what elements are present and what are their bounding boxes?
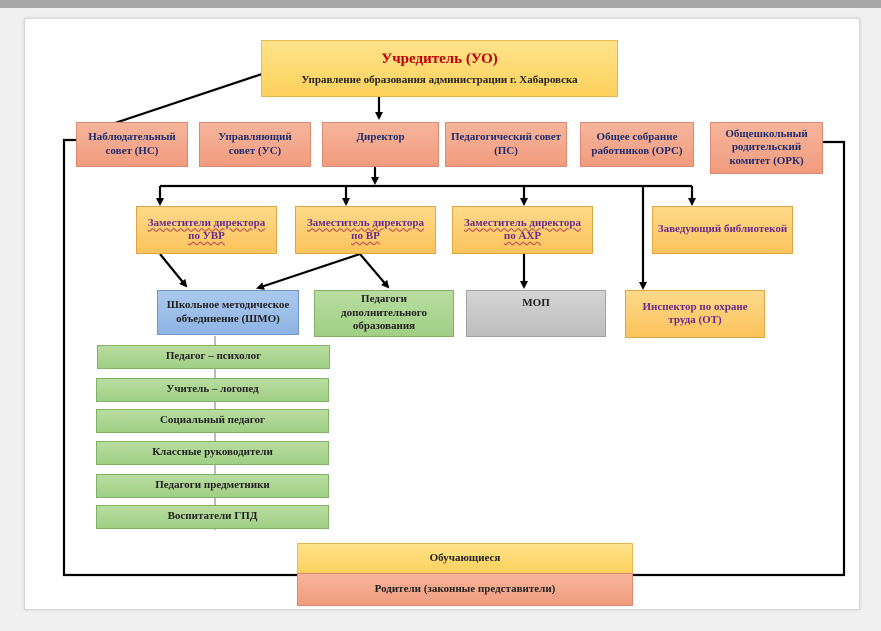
staff-item: Воспитатели ГПД <box>96 505 329 529</box>
additional-education-box: Педагоги дополнительного образования <box>314 290 454 337</box>
founder-to-supervisory-line <box>111 72 263 126</box>
founder-title: Учредитель (УО) <box>381 50 498 67</box>
staff-item: Классные руководители <box>96 441 329 465</box>
mop-box: МОП <box>466 290 606 337</box>
staff-item-label: Классные руководители <box>152 446 273 459</box>
staff-item-label: Социальный педагог <box>159 414 266 427</box>
parents-label: Родители (законные представители) <box>374 582 556 595</box>
parents-box: Родители (законные представители) <box>297 573 633 606</box>
deputy-ahr-box: Заместитель директора по АХР <box>452 206 593 254</box>
librarian-label: Заведующий библиотекой <box>657 223 788 236</box>
deputy-ahr-label: Заместитель директора по АХР <box>463 216 582 242</box>
staff-item-label: Учитель – логопед <box>166 383 259 396</box>
staff-item: Социальный педагог <box>96 409 329 433</box>
supervisory-council-box: Наблюдательный совет (НС) <box>76 122 188 167</box>
deputy-vr-box: Заместитель директора по ВР <box>295 206 436 254</box>
shmo-box: Школьное методическое объединение (ШМО) <box>157 290 299 335</box>
founder-subtitle: Управление образования администрации г. … <box>301 73 578 86</box>
pedagogical-council-box: Педагогический совет (ПС) <box>445 122 567 167</box>
staff-item-label: Педагоги предметники <box>155 479 270 492</box>
students-label: Обучающиеся <box>429 551 501 564</box>
director-box: Директор <box>322 122 439 167</box>
general-meeting-label: Общее собрание работников (ОРС) <box>591 131 683 157</box>
shmo-label: Школьное методическое объединение (ШМО) <box>166 299 290 325</box>
staff-item-label: Воспитатели ГПД <box>167 510 258 523</box>
safety-inspector-box: Инспектор по охране труда (ОТ) <box>625 290 765 338</box>
parents-committee-box: Общешкольный родительский комитет (ОРК) <box>710 122 823 174</box>
supervisory-council-label: Наблюдательный совет (НС) <box>88 131 176 157</box>
students-box: Обучающиеся <box>297 543 633 574</box>
window-top-bar <box>0 0 881 8</box>
deputy-vr-label: Заместитель директора по ВР <box>306 216 425 242</box>
safety-inspector-label: Инспектор по охране труда (ОТ) <box>642 300 748 326</box>
governing-council-label: Управляющий совет (УС) <box>218 131 292 157</box>
staff-item: Педагоги предметники <box>96 474 329 498</box>
staff-item-label: Педагог – психолог <box>165 350 262 363</box>
deputy-uvr-box: Заместители директора по УВР <box>136 206 277 254</box>
mop-label: МОП <box>522 297 550 309</box>
general-meeting-box: Общее собрание работников (ОРС) <box>580 122 694 167</box>
pedagogical-council-label: Педагогический совет (ПС) <box>450 131 562 157</box>
staff-item: Педагог – психолог <box>97 345 330 369</box>
parents-committee-label: Общешкольный родительский комитет (ОРК) <box>725 127 808 167</box>
director-label: Директор <box>356 131 405 143</box>
governing-council-box: Управляющий совет (УС) <box>199 122 311 167</box>
founder-box: Учредитель (УО) Управление образования а… <box>261 40 618 97</box>
staff-item: Учитель – логопед <box>96 378 329 402</box>
deputy-uvr-label: Заместители директора по УВР <box>147 216 266 242</box>
librarian-box: Заведующий библиотекой <box>652 206 793 254</box>
additional-education-label: Педагоги дополнительного образования <box>341 293 427 333</box>
